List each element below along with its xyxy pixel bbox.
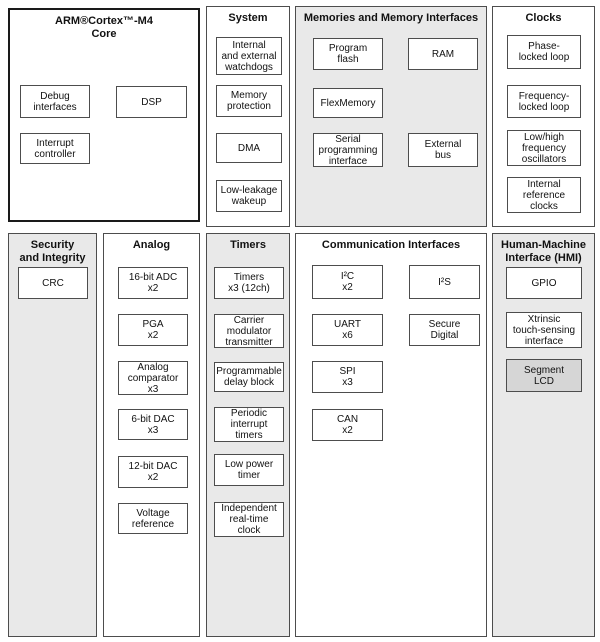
section-title-comm: Communication Interfaces <box>321 239 461 251</box>
block-low-power-timer: Low power timer <box>214 454 284 486</box>
block-interrupt-controller: Interrupt controller <box>20 133 90 164</box>
block-i2c: I²C x2 <box>312 265 383 299</box>
block-internal-reference-clocks: Internal reference clocks <box>507 177 581 213</box>
block-secure-digital: Secure Digital <box>409 314 480 346</box>
block-frequency-locked-loop: Frequency- locked loop <box>507 85 581 118</box>
block-i2s: I²S <box>409 265 480 299</box>
block-ram: RAM <box>408 38 478 70</box>
section-clocks: Clocks Phase- locked loop Frequency- loc… <box>492 6 595 227</box>
section-memories: Memories and Memory Interfaces Program f… <box>295 6 487 227</box>
block-6-bit-dac: 6-bit DAC x3 <box>118 409 188 440</box>
block-flexmemory: FlexMemory <box>313 88 383 118</box>
block-low-leakage-wakeup: Low-leakage wakeup <box>216 180 282 212</box>
block-12-bit-dac: 12-bit DAC x2 <box>118 456 188 488</box>
block-timers-x3: Timers x3 (12ch) <box>214 267 284 299</box>
block-low-high-frequency-oscillators: Low/high frequency oscillators <box>507 130 581 166</box>
section-title-security: Security and Integrity <box>19 239 86 264</box>
block-periodic-interrupt-timers: Periodic interrupt timers <box>214 407 284 442</box>
section-arm-cortex-m4-core: ARM®Cortex™-M4 Core Debug interfaces DSP… <box>8 8 200 222</box>
block-dsp: DSP <box>116 86 187 118</box>
block-program-flash: Program flash <box>313 38 383 70</box>
block-memory-protection: Memory protection <box>216 85 282 117</box>
section-title-timers: Timers <box>230 239 266 251</box>
block-analog-comparator: Analog comparator x3 <box>118 361 188 395</box>
section-hmi: Human-Machine Interface (HMI) GPIO Xtrin… <box>492 233 595 637</box>
block-voltage-reference: Voltage reference <box>118 503 188 534</box>
section-title-system: System <box>228 12 268 24</box>
section-title-memories: Memories and Memory Interfaces <box>303 12 479 24</box>
block-gpio: GPIO <box>506 267 582 299</box>
section-system: System Internal and external watchdogs M… <box>206 6 290 227</box>
block-programmable-delay-block: Programmable delay block <box>214 362 284 392</box>
block-16-bit-adc: 16-bit ADC x2 <box>118 267 188 299</box>
block-external-bus: External bus <box>408 133 478 167</box>
section-title-core: ARM®Cortex™-M4 Core <box>55 15 153 40</box>
block-spi: SPI x3 <box>312 361 383 393</box>
block-can: CAN x2 <box>312 409 383 441</box>
block-internal-external-watchdogs: Internal and external watchdogs <box>216 37 282 75</box>
block-crc: CRC <box>18 267 88 299</box>
block-xtrinsic-touch-sensing-interface: Xtrinsic touch-sensing interface <box>506 312 582 348</box>
section-title-hmi: Human-Machine Interface (HMI) <box>501 239 586 264</box>
block-independent-real-time-clock: Independent real-time clock <box>214 502 284 537</box>
block-serial-programming-interface: Serial programming interface <box>313 133 383 167</box>
section-title-clocks: Clocks <box>525 12 562 24</box>
block-dma: DMA <box>216 133 282 163</box>
section-communication-interfaces: Communication Interfaces I²C x2 I²S UART… <box>295 233 487 637</box>
block-segment-lcd: Segment LCD <box>506 359 582 392</box>
section-title-analog: Analog <box>132 239 171 251</box>
section-timers: Timers Timers x3 (12ch) Carrier modulato… <box>206 233 290 637</box>
block-phase-locked-loop: Phase- locked loop <box>507 35 581 69</box>
block-pga: PGA x2 <box>118 314 188 346</box>
block-uart: UART x6 <box>312 314 383 346</box>
block-debug-interfaces: Debug interfaces <box>20 85 90 118</box>
section-security-integrity: Security and Integrity CRC <box>8 233 97 637</box>
block-carrier-modulator-transmitter: Carrier modulator transmitter <box>214 314 284 348</box>
section-analog: Analog 16-bit ADC x2 PGA x2 Analog compa… <box>103 233 200 637</box>
